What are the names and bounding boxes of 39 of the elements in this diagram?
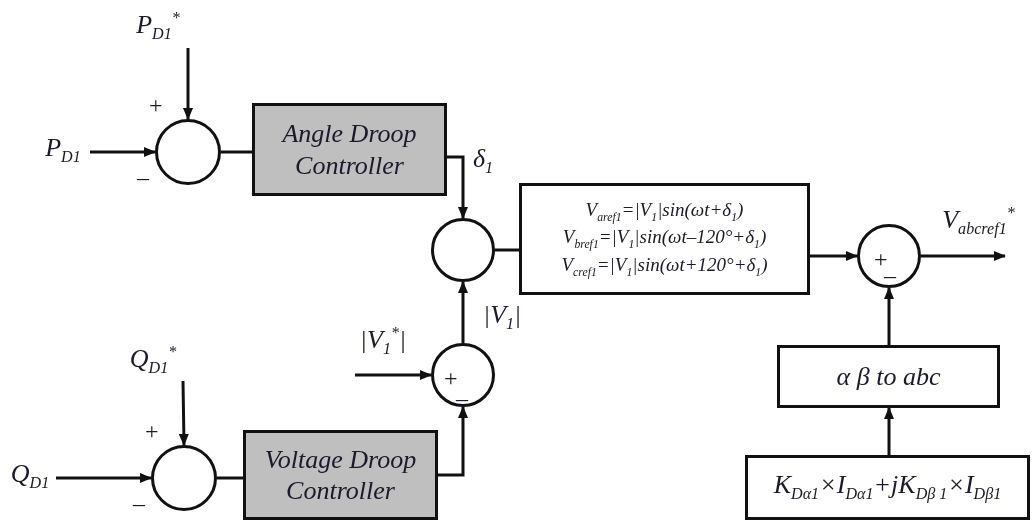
arrow — [183, 48, 193, 120]
block-label: Voltage Droop Controller — [263, 443, 418, 507]
plus-sign: + — [444, 366, 458, 390]
signal-name: Q$_{D1}$ — [10, 460, 50, 493]
control-block — [243, 430, 438, 520]
block-label: K$_{Dα1}$×I$_{Dα1}$+jK$_{Dβ 1}$×I$_{Dβ1}$ — [773, 471, 1002, 504]
block-label: α β to abc — [836, 362, 941, 391]
summing-junction-circle — [857, 224, 921, 288]
connector-line — [217, 476, 243, 480]
signal-name: P$_{D1}$ — [45, 134, 81, 167]
equation-text: V$_{bref1}$=|V$_{1}$|sin(ωt–120°+δ$_{1}$) — [562, 225, 767, 253]
control-block — [252, 103, 447, 196]
arrow — [921, 251, 1006, 261]
arrow — [355, 370, 432, 380]
minus-sign: – — [133, 491, 145, 515]
block-label: Angle Droop Controller — [280, 118, 418, 181]
arrow — [438, 406, 468, 477]
signal-name: |V$_{1}$$^{*}$| — [359, 325, 407, 358]
plus-sign: + — [145, 419, 159, 443]
summing-junction-circle — [431, 218, 495, 282]
arrow — [178, 380, 189, 446]
summing-junction-circle — [431, 343, 495, 407]
connector-line — [495, 248, 519, 252]
arrow — [90, 147, 156, 157]
arrow — [884, 287, 894, 345]
control-block — [745, 455, 1030, 520]
equation-text: V$_{aref1}$=|V$_{1}$|sin(ωt+δ$_{1}$) — [585, 197, 744, 226]
arrow — [447, 155, 468, 219]
arrow — [810, 251, 858, 261]
equation-text: V$_{cref1}$=|V$_{1}$|sin(ωt+120°+δ$_{1}$) — [561, 252, 768, 281]
arrow — [884, 407, 894, 455]
arrow — [56, 473, 152, 483]
connector-line — [221, 150, 252, 154]
equation-block — [519, 183, 810, 295]
control-block — [777, 345, 1000, 408]
minus-sign: – — [456, 386, 468, 410]
arrow — [458, 281, 468, 343]
plus-sign: + — [149, 93, 163, 117]
minus-sign: – — [137, 165, 149, 189]
